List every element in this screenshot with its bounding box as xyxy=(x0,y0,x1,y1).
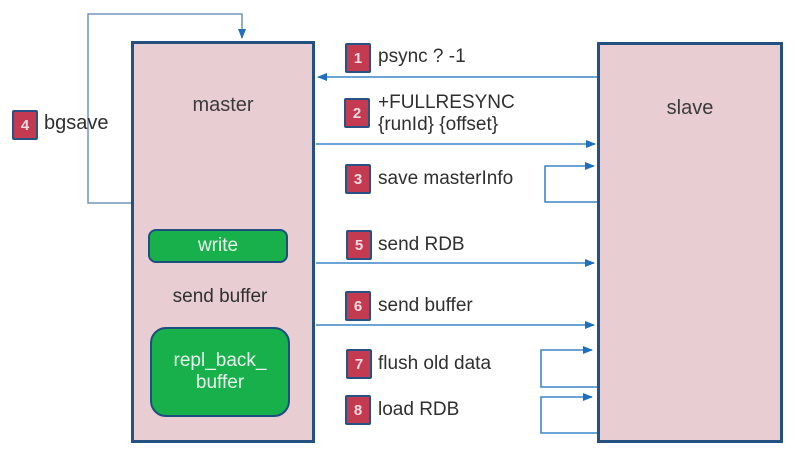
master-node-label: master xyxy=(192,94,254,116)
step-badge-5: 5 xyxy=(346,230,372,260)
step-label-send-rdb: send RDB xyxy=(378,234,465,255)
loop-flush-old-data xyxy=(540,346,597,388)
step-badge-4: 4 xyxy=(12,110,38,140)
step-label-fullresync-line1: +FULLRESYNC xyxy=(378,92,515,113)
write-box: write xyxy=(148,229,288,263)
repl-back-buffer-label-line2: buffer xyxy=(195,372,245,393)
step-label-send-buffer: send buffer xyxy=(378,295,473,316)
send-buffer-internal-label: send buffer xyxy=(172,286,268,307)
slave-node: slave xyxy=(597,42,783,443)
step-badge-6: 6 xyxy=(345,291,371,321)
write-box-label: write xyxy=(197,235,239,257)
step-label-fullresync-line2: {runId} {offset} xyxy=(378,114,499,135)
step-badge-3: 3 xyxy=(345,164,371,194)
repl-back-buffer-label-line1: repl_back_ xyxy=(173,350,267,372)
step-label-psync: psync ? -1 xyxy=(378,46,466,67)
step-label-flush-old-data: flush old data xyxy=(378,353,492,374)
loop-save-masterinfo xyxy=(544,162,597,203)
step-badge-8: 8 xyxy=(345,395,371,425)
step-label-load-rdb: load RDB xyxy=(378,399,460,420)
step-badge-7: 7 xyxy=(346,349,372,379)
step-label-save-masterinfo: save masterInfo xyxy=(378,168,514,189)
slave-node-label: slave xyxy=(666,97,714,119)
loop-load-rdb xyxy=(540,393,597,434)
step-badge-2: 2 xyxy=(344,98,370,128)
step-badge-1: 1 xyxy=(345,43,371,73)
repl-back-buffer-box: repl_back_ buffer xyxy=(150,327,290,417)
step-label-bgsave: bgsave xyxy=(44,112,109,134)
